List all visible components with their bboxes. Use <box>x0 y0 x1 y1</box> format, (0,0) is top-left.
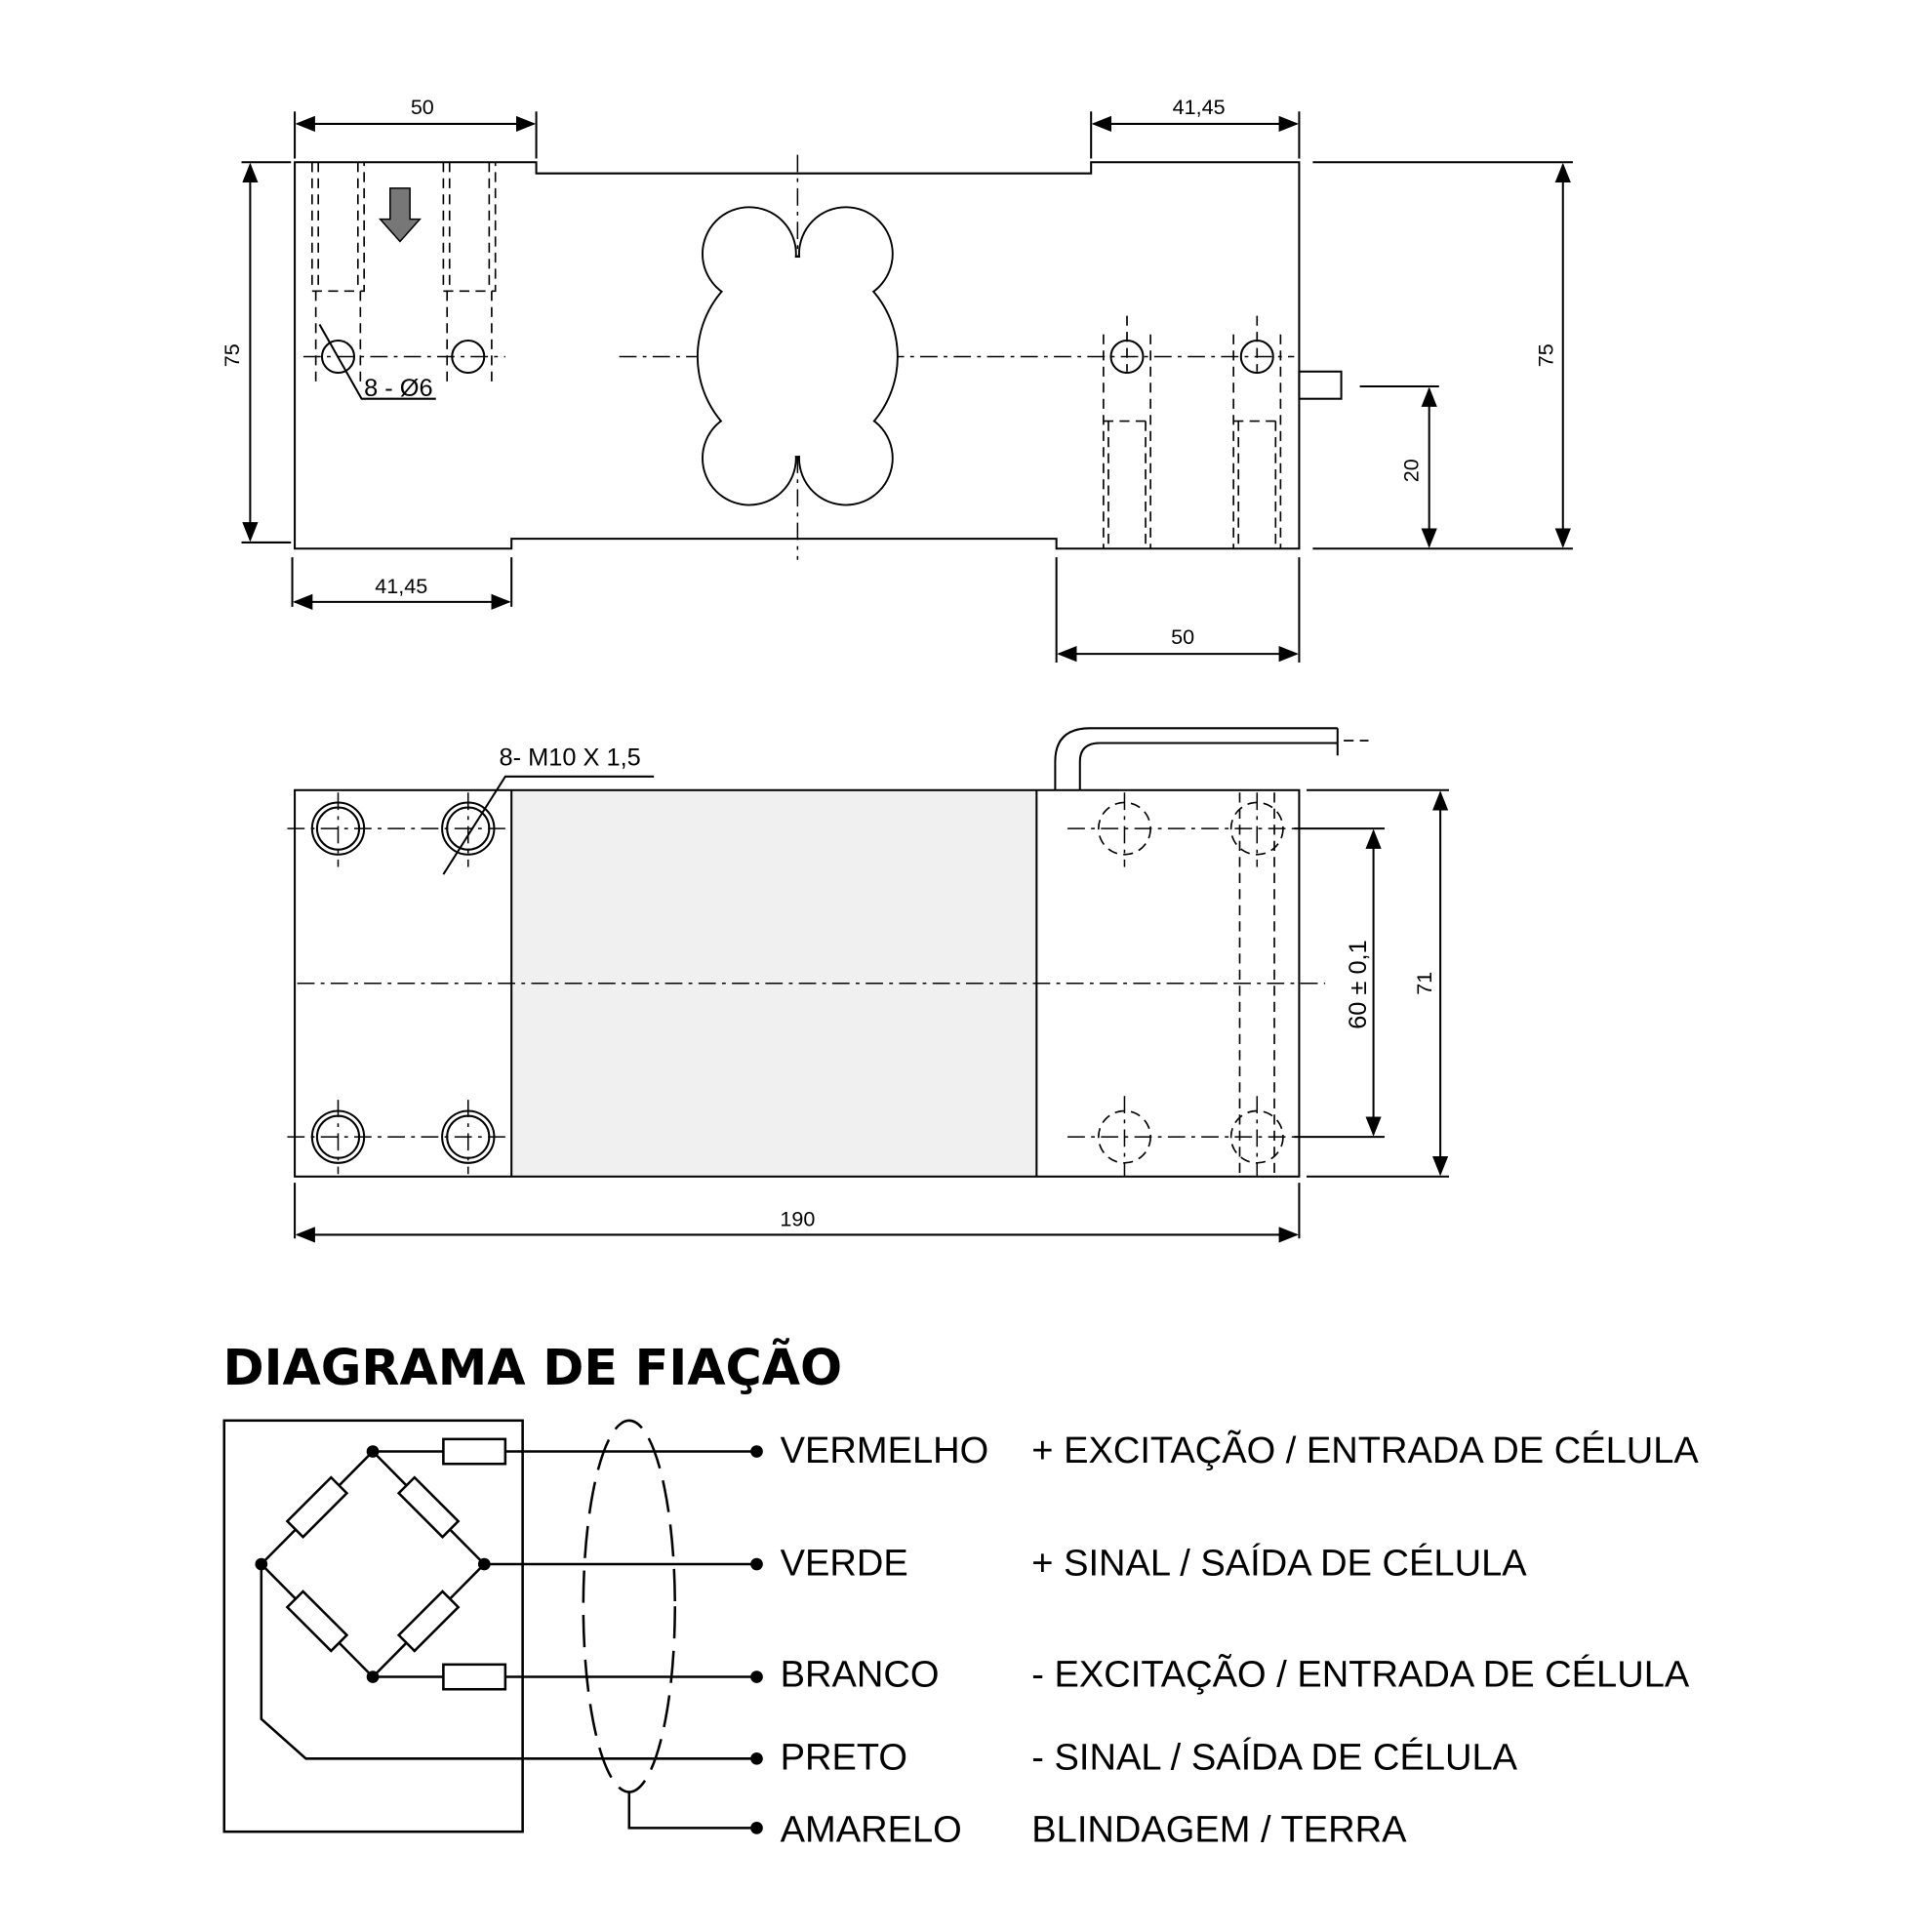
top-view: 50 41,45 75 75 20 41,45 50 8 - Ø6 <box>220 95 1573 664</box>
wire-function: - EXCITAÇÃO / ENTRADA DE CÉLULA <box>1031 1654 1690 1696</box>
wiring-title: DIAGRAMA DE FIAÇÃO <box>222 1338 842 1396</box>
wire-function: + SINAL / SAÍDA DE CÉLULA <box>1031 1542 1527 1584</box>
dim-50-right: 50 <box>1171 624 1194 649</box>
wire-color: VERDE <box>781 1543 908 1584</box>
dim-75-left: 75 <box>220 343 244 367</box>
hole-callout: 8 - Ø6 <box>364 375 433 402</box>
mounting-holes-right <box>1103 315 1282 549</box>
mounting-holes-left <box>311 162 497 384</box>
dim-41-right: 41,45 <box>1173 95 1226 119</box>
wire-function: + EXCITAÇÃO / ENTRADA DE CÉLULA <box>1031 1429 1699 1471</box>
wire-color: BRANCO <box>781 1655 940 1696</box>
dim-60: 60 ± 0,1 <box>1345 940 1372 1029</box>
dim-20: 20 <box>1398 459 1423 482</box>
threaded-holes <box>287 792 1301 1177</box>
wire-color: AMARELO <box>781 1809 962 1850</box>
shield-ellipse <box>582 1419 676 1793</box>
thread-callout: 8- M10 X 1,5 <box>500 744 641 771</box>
dim-190: 190 <box>780 1207 815 1231</box>
dim-75-right: 75 <box>1534 343 1558 367</box>
resistors <box>285 1437 507 1691</box>
wire-color: VERMELHO <box>781 1430 989 1471</box>
dim-41-left: 41,45 <box>375 574 427 598</box>
bending-hole <box>696 206 899 506</box>
load-arrow-icon <box>378 187 422 243</box>
wire-function: - SINAL / SAÍDA DE CÉLULA <box>1031 1737 1517 1779</box>
dim-50-left: 50 <box>411 95 434 119</box>
wiring-diagram: DIAGRAMA DE FIAÇÃO VERMELHO + EXCITAÇÃO … <box>222 1338 1699 1850</box>
wire-color: PRETO <box>781 1738 907 1779</box>
wire-function: BLINDAGEM / TERRA <box>1031 1809 1407 1850</box>
dim-71: 71 <box>1412 972 1436 995</box>
bottom-view: 8- M10 X 1,5 60 ± 0,1 71 190 <box>287 727 1449 1243</box>
